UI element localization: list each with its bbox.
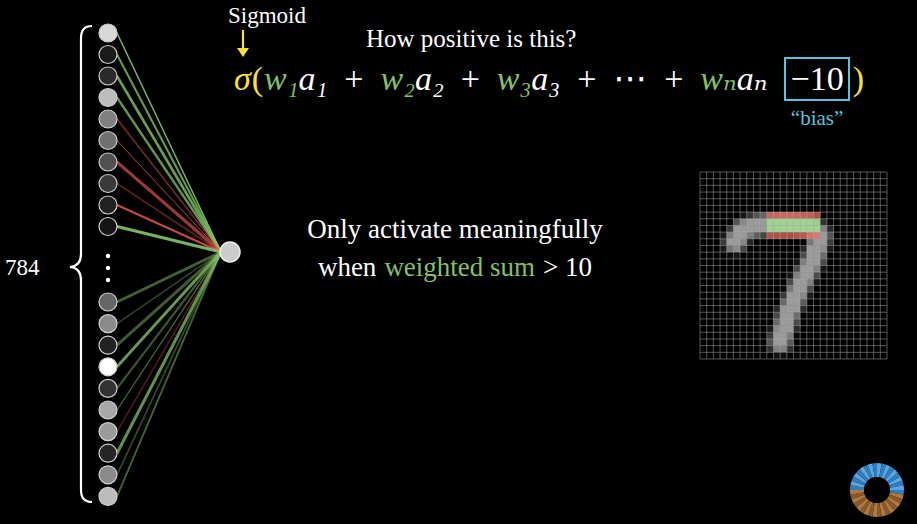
weight-line <box>117 76 221 252</box>
description: > 10 <box>543 254 592 281</box>
input-neuron <box>99 293 117 311</box>
ellipsis-dots <box>106 254 110 282</box>
activation: a₁ <box>299 62 328 96</box>
activation: aₙ <box>737 62 768 96</box>
weight-line <box>117 33 221 252</box>
sigmoid-label: Sigmoid <box>228 4 306 27</box>
weight-line <box>117 205 221 252</box>
question: How positive is this? <box>366 26 576 51</box>
input-neuron <box>99 487 117 505</box>
description-highlight: weighted sum <box>384 254 535 281</box>
input-neuron <box>99 110 117 128</box>
input-neuron <box>99 358 117 376</box>
input-neuron <box>99 153 117 171</box>
count-label: 784 <box>5 256 40 279</box>
weight-line <box>117 252 221 453</box>
sigma: σ <box>234 62 251 96</box>
input-neuron <box>99 315 117 333</box>
input-neuron <box>99 466 117 484</box>
output-neuron <box>220 242 240 262</box>
input-neuron <box>99 336 117 354</box>
paren: ( <box>252 62 263 96</box>
bias-box: −10 <box>784 57 849 101</box>
input-neuron <box>99 175 117 193</box>
input-neuron <box>99 196 117 214</box>
weight-line <box>117 162 221 252</box>
weight-line <box>117 119 221 252</box>
plus: + <box>461 62 480 96</box>
input-neuron <box>99 46 117 64</box>
weight-lines <box>117 33 221 496</box>
sigmoid-arrow <box>237 30 249 57</box>
input-neuron <box>99 444 117 462</box>
input-neuron <box>99 423 117 441</box>
digit-grid <box>700 172 887 359</box>
paren: ) <box>853 62 864 96</box>
activation: a₂ <box>415 62 444 96</box>
weight: wₙ <box>700 62 736 96</box>
input-neuron <box>99 379 117 397</box>
bias-value: −10 <box>790 62 843 96</box>
weight: w₃ <box>497 62 532 96</box>
weight: w₁ <box>264 62 299 96</box>
cdots: ⋯ <box>613 62 647 96</box>
input-neuron <box>99 89 117 107</box>
weight-line <box>117 252 221 388</box>
weight-line <box>117 141 221 253</box>
plus: + <box>577 62 596 96</box>
description: when <box>318 254 376 281</box>
weight-line <box>117 252 221 302</box>
weight-line <box>117 227 221 253</box>
weight-line <box>117 252 221 475</box>
plus: + <box>664 62 683 96</box>
weight-line <box>117 184 221 253</box>
input-neuron <box>99 24 117 42</box>
plus: + <box>344 62 363 96</box>
logo-eye <box>850 463 904 517</box>
input-neuron <box>99 401 117 419</box>
input-neuron <box>99 218 117 236</box>
weight-line <box>117 252 221 496</box>
weight-line <box>117 98 221 253</box>
weight-line <box>117 252 221 410</box>
input-neuron <box>99 132 117 150</box>
weight: w₂ <box>380 62 415 96</box>
description: Only activate meaningfully <box>307 216 602 243</box>
activation: a₃ <box>531 62 560 96</box>
bias-label: “bias” <box>791 108 843 129</box>
input-neurons <box>99 24 117 505</box>
weight-line <box>117 55 221 253</box>
input-neuron <box>99 67 117 85</box>
brace <box>70 26 92 502</box>
